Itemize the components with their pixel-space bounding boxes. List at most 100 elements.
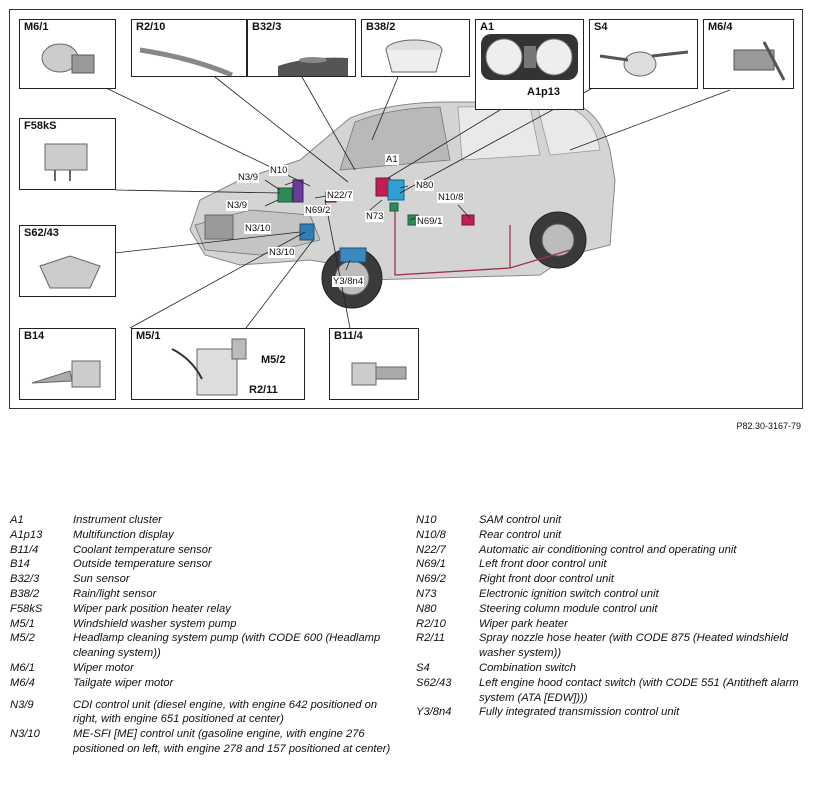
legend-row: M6/1 Wiper motor	[10, 661, 395, 676]
component-box-b14: B14	[19, 328, 116, 400]
legend-gap	[10, 691, 395, 698]
legend-code: Y3/8n4	[416, 706, 452, 719]
spray-hose-heater-label: R2/11	[248, 384, 279, 396]
legend-row: Y3/8n4 Fully integrated transmission cont…	[416, 705, 806, 720]
component-label: M6/4	[708, 21, 733, 33]
callout-n73: N73	[365, 211, 385, 222]
component-box-m6-4: M6/4	[703, 19, 794, 89]
instrument-cluster-image	[481, 34, 578, 80]
legend-code: A1	[10, 514, 24, 526]
legend-description: Left front door control unit	[479, 558, 607, 571]
legend-description: Sun sensor	[73, 573, 130, 586]
legend-code: N73	[416, 587, 437, 600]
callout-n10-8: N10/8	[437, 192, 465, 203]
component-box-f58ks: F58kS	[19, 118, 116, 190]
callout-y3-8n4: Y3/8n4	[332, 276, 365, 287]
tailgate-wiper-motor-image	[733, 41, 786, 81]
legend-row: A1 Instrument cluster	[10, 513, 395, 528]
legend-code: B32/3	[10, 573, 40, 586]
legend-description: Wiper park heater	[479, 617, 568, 630]
legend-description: Coolant temperature sensor	[73, 543, 212, 556]
component-label: S62/43	[24, 227, 59, 239]
legend-description: CDI control unit (diesel engine, with en…	[73, 698, 378, 726]
callout-n80: N80	[415, 180, 435, 191]
legend-description: Instrument cluster	[73, 514, 162, 526]
legend-description: Left engine hood contact switch (with CO…	[479, 676, 799, 704]
legend-description: Electronic ignition switch control unit	[479, 587, 659, 600]
legend-row: B32/3 Sun sensor	[10, 572, 395, 587]
legend-row: N10/8 Rear control unit	[416, 528, 806, 543]
legend-row: N73 Electronic ignition switch control un…	[416, 587, 806, 602]
legend-code: S4	[416, 661, 430, 674]
legend-code: B14	[10, 558, 30, 571]
component-label: B14	[24, 330, 45, 342]
legend-description: Tailgate wiper motor	[73, 676, 174, 689]
component-box-s62-43: S62/43	[19, 225, 116, 297]
vehicle-illustration	[189, 101, 616, 309]
component-label: B38/2	[366, 21, 396, 33]
wiper-park-heater-image	[139, 47, 233, 76]
legend-code: F58kS	[10, 602, 43, 615]
callout-a1: A1	[385, 154, 399, 165]
legend-code: N22/7	[416, 543, 446, 556]
component-box-m6-1: M6/1	[19, 19, 116, 89]
callout-n69-2: N69/2	[304, 205, 332, 216]
legend-row: R2/10 Wiper park heater	[416, 617, 806, 632]
legend-description: Steering column module control unit	[479, 602, 658, 615]
legend-code: N10	[416, 514, 437, 526]
callout-n3-10-bottom: N3/10	[268, 247, 296, 258]
headlamp-pump-label: M5/2	[260, 354, 287, 366]
legend-description: SAM control unit	[479, 514, 562, 526]
coolant-sensor-image	[351, 362, 407, 386]
callout-n69-1: N69/1	[416, 216, 444, 227]
legend-row: B11/4 Coolant temperature sensor	[10, 543, 395, 558]
legend-description: Rear control unit	[479, 528, 562, 541]
legend-description: Fully integrated transmission control un…	[479, 706, 680, 719]
legend-description: Wiper motor	[73, 661, 134, 674]
component-box-s4: S4	[589, 19, 698, 89]
legend-code: R2/10	[416, 617, 446, 630]
legend-description: Spray nozzle hose heater (with CODE 875 …	[479, 632, 789, 660]
component-label: M6/1	[24, 21, 49, 33]
component-label: B32/3	[252, 21, 282, 33]
legend-code: N10/8	[416, 528, 446, 541]
hood-contact-switch-image	[39, 255, 101, 289]
sun-sensor-image	[278, 57, 348, 76]
callout-n3-9-bottom: N3/9	[226, 200, 249, 211]
legend-code: R2/11	[416, 632, 446, 645]
legend-code: N69/2	[416, 573, 446, 586]
callout-n22-7: N22/7	[326, 190, 354, 201]
outside-temperature-sensor-image	[31, 360, 101, 388]
combination-switch-image	[599, 50, 689, 77]
component-label: A1	[480, 21, 495, 33]
legend-code: M6/4	[10, 676, 35, 689]
washer-pump-image	[171, 338, 247, 396]
legend-code: M5/1	[10, 617, 35, 630]
component-label: F58kS	[24, 120, 57, 132]
component-box-b38-2: B38/2	[361, 19, 470, 77]
callout-n10: N10	[269, 165, 289, 176]
legend-code: M6/1	[10, 661, 35, 674]
legend-row: M6/4 Tailgate wiper motor	[10, 676, 395, 691]
figure-reference: P82.30-3167-79	[736, 421, 801, 431]
legend-code: B11/4	[10, 543, 39, 556]
callout-n3-9-top: N3/9	[237, 172, 260, 183]
legend-code: S62/43	[416, 676, 452, 689]
legend-code: A1p13	[10, 528, 43, 541]
legend-code: B38/2	[10, 587, 40, 600]
legend-description: Wiper park position heater relay	[73, 602, 231, 615]
legend-code: N3/10	[10, 728, 40, 741]
callout-n3-10-top: N3/10	[244, 223, 272, 234]
component-label: M5/1	[136, 330, 161, 342]
